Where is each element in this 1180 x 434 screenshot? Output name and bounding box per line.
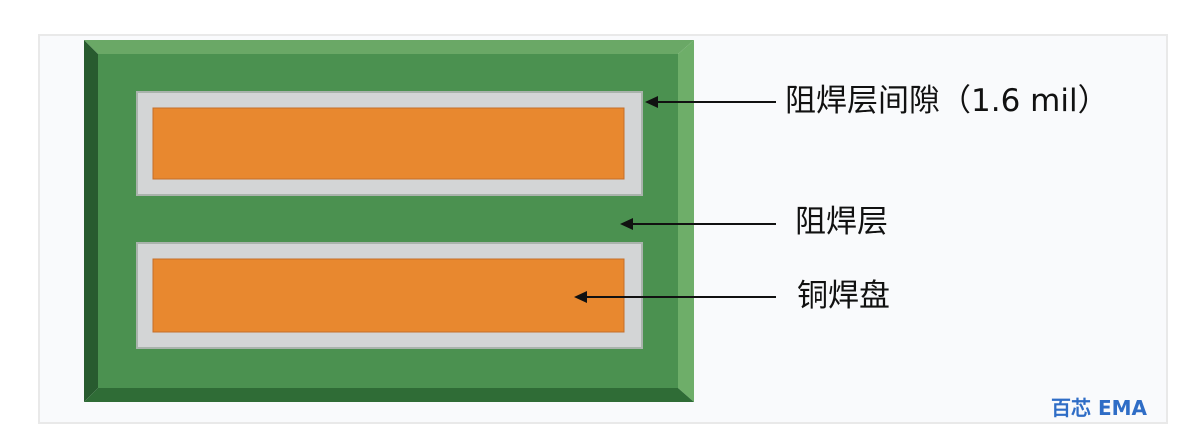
upper-copper-pad <box>152 107 625 180</box>
board-right-bevel <box>678 40 694 402</box>
left-arrow-icon <box>574 291 776 303</box>
board-left-bevel <box>84 40 98 402</box>
copper-pad-label: 铜焊盘 <box>797 278 890 314</box>
board-top-bevel <box>84 40 694 54</box>
solder-mask-label: 阻焊层 <box>795 204 888 240</box>
solder-mask-clearance-label: 阻焊层间隙（1.6 mil） <box>785 83 1109 119</box>
lower-copper-pad <box>152 258 625 333</box>
board-bottom-bevel <box>84 388 694 402</box>
watermark-text: 百芯 EMA <box>1051 396 1148 420</box>
left-arrow-icon <box>645 96 776 108</box>
left-arrow-icon <box>620 218 776 230</box>
